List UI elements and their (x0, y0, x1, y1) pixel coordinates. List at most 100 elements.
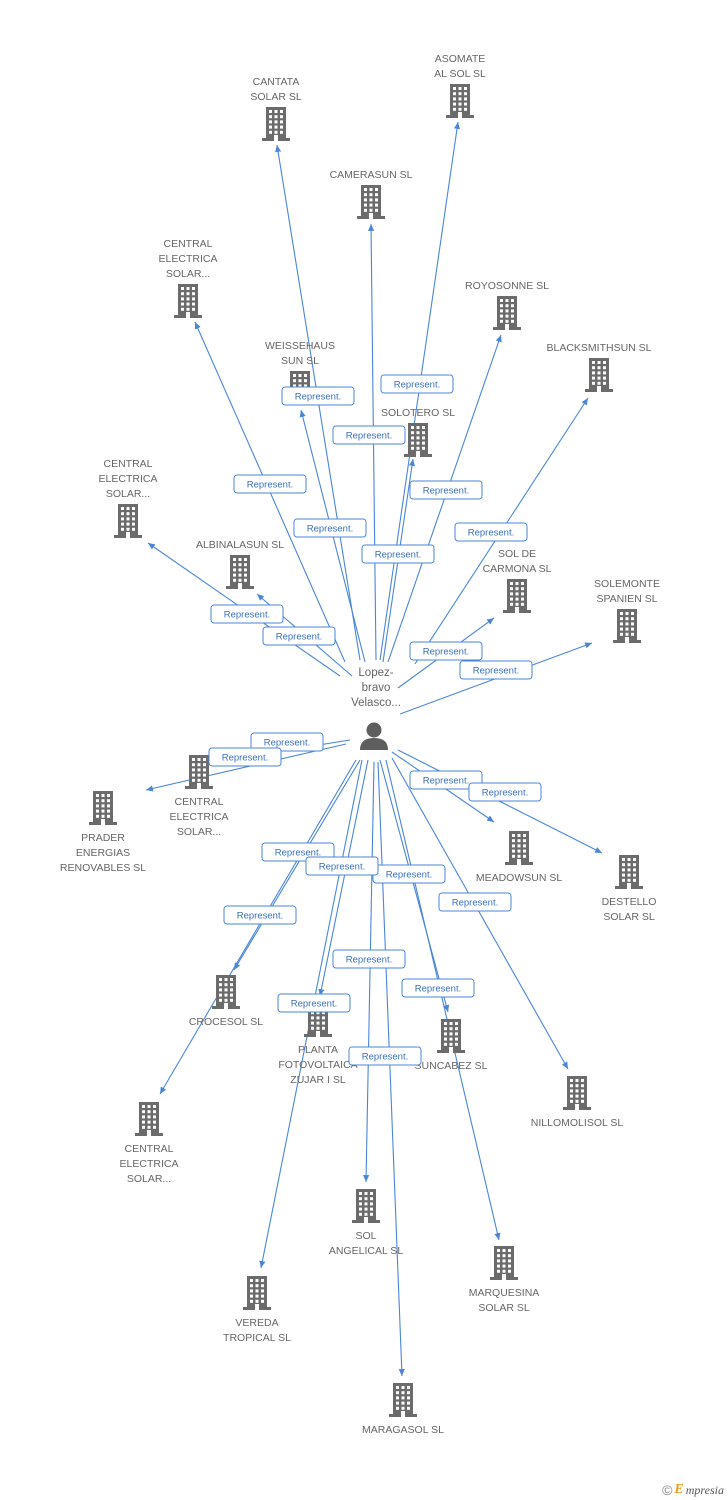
edge-label-badge[interactable]: Represent. (361, 544, 435, 564)
building-icon[interactable] (490, 1246, 518, 1280)
building-icon[interactable] (493, 296, 521, 330)
edge-label-text: Represent. (346, 955, 392, 966)
edge-label-text: Represent. (362, 1052, 408, 1063)
edge-label-badge[interactable]: Represent. (281, 386, 355, 406)
building-icon[interactable] (563, 1076, 591, 1110)
building-icon[interactable] (389, 1383, 417, 1417)
edge-label-text: Represent. (482, 788, 528, 799)
building-icon[interactable] (615, 855, 643, 889)
building-icon[interactable] (174, 284, 202, 318)
building-icon[interactable] (262, 107, 290, 141)
edge-label-badge[interactable]: Represent. (293, 518, 367, 538)
person-name-line: bravo (362, 682, 391, 694)
company-name-line: ASOMATE (435, 53, 486, 65)
building-icon[interactable] (226, 555, 254, 589)
brand-logo-initial: E (674, 1482, 684, 1497)
edge-label-text: Represent. (264, 738, 310, 749)
building-icon[interactable] (135, 1102, 163, 1136)
building-icon[interactable] (437, 1019, 465, 1053)
company-node-camerasun[interactable]: CAMERASUN SL (330, 169, 413, 219)
company-name-line: ENERGIAS (76, 847, 130, 859)
edge-label-badge[interactable]: Represent. (409, 770, 483, 790)
company-node-nillomolisol[interactable]: NILLOMOLISOL SL (531, 1076, 624, 1129)
building-icon[interactable] (243, 1276, 271, 1310)
building-icon[interactable] (404, 423, 432, 457)
edge-label-badge[interactable]: Represent. (208, 747, 282, 767)
edge-label-badge[interactable]: Represent. (409, 641, 483, 661)
edge-label-badge[interactable]: Represent. (348, 1046, 422, 1066)
edge-label-badge[interactable]: Represent. (454, 522, 528, 542)
building-icon[interactable] (352, 1189, 380, 1223)
edge-label-badge[interactable]: Represent. (277, 993, 351, 1013)
edge-label-text: Represent. (423, 647, 469, 658)
building-icon[interactable] (503, 579, 531, 613)
building-icon[interactable] (114, 504, 142, 538)
edge-label-text: Represent. (224, 610, 270, 621)
company-name-line: SPANIEN SL (596, 593, 657, 605)
company-node-albinalasun[interactable]: ALBINALASUN SL (196, 539, 284, 589)
company-name-line: SOLAR... (127, 1173, 171, 1185)
edge-crocesol (233, 759, 361, 971)
company-node-meadowsun[interactable]: MEADOWSUN SL (476, 831, 563, 884)
building-icon[interactable] (89, 791, 117, 825)
edge-label-badge[interactable]: Represent. (401, 978, 475, 998)
company-node-blacksmithsun[interactable]: BLACKSMITHSUN SL (546, 342, 652, 392)
company-node-central4[interactable]: CENTRALELECTRICASOLAR... (120, 1102, 179, 1185)
company-name-line: ZUJAR I SL (290, 1074, 346, 1086)
building-icon[interactable] (212, 975, 240, 1009)
company-node-royosonne[interactable]: ROYOSONNE SL (465, 280, 549, 330)
building-icon[interactable] (446, 84, 474, 118)
company-node-crocesol[interactable]: CROCESOL SL (189, 975, 263, 1028)
person-icon[interactable] (360, 722, 388, 751)
company-name-line: WEISSEHAUS (265, 340, 335, 352)
person-name-line: Lopez- (358, 667, 393, 679)
edge-central4 (159, 759, 357, 1095)
company-name-line: VEREDA (235, 1317, 278, 1329)
building-icon[interactable] (185, 755, 213, 789)
company-node-solemonte[interactable]: SOLEMONTE SPANIEN SL (594, 578, 660, 643)
edge-label-badge[interactable]: Represent. (332, 425, 406, 445)
company-name-line: MEADOWSUN SL (476, 872, 563, 884)
edge-label-badge[interactable]: Represent. (468, 782, 542, 802)
company-node-suncabez[interactable]: SUNCABEZ SL (415, 1019, 488, 1072)
company-name-line: ELECTRICA (120, 1158, 179, 1170)
edge-label-badge[interactable]: Represent. (223, 905, 297, 925)
edge-maragasol (377, 761, 405, 1377)
edge-label-badge[interactable]: Represent. (250, 732, 324, 752)
edge-label-text: Represent. (415, 984, 461, 995)
company-node-solotero[interactable]: SOLOTERO SL (381, 407, 455, 457)
edge-label-badge[interactable]: Represent. (210, 604, 284, 624)
edge-label-badge[interactable]: Represent. (380, 374, 454, 394)
company-name-line: SOLEMONTE (594, 578, 660, 590)
edge-label-badge[interactable]: Represent. (233, 474, 307, 494)
edge-label-badge[interactable]: Represent. (332, 949, 406, 969)
brand-logo-text: mpresia (685, 1482, 724, 1497)
company-name-line: CANTATA (253, 76, 300, 88)
edge-label-badge[interactable]: Represent. (438, 892, 512, 912)
edge-label-badge[interactable]: Represent. (409, 480, 483, 500)
company-node-central3[interactable]: CENTRALELECTRICASOLAR... (170, 755, 229, 838)
company-node-maragasol[interactable]: MARAGASOL SL (362, 1383, 444, 1436)
edge-label-badge[interactable]: Represent. (262, 626, 336, 646)
edge-label-text: Represent. (291, 999, 337, 1010)
edge-label-badge[interactable]: Represent. (459, 660, 533, 680)
company-node-central1[interactable]: CENTRALELECTRICASOLAR... (159, 238, 218, 318)
building-icon[interactable] (613, 609, 641, 643)
edge-label-badge[interactable]: Represent. (305, 856, 379, 876)
company-node-central2[interactable]: CENTRALELECTRICASOLAR... (99, 458, 158, 538)
building-icon[interactable] (357, 185, 385, 219)
person-node[interactable]: Lopez-bravoVelasco... (351, 667, 401, 750)
building-icon[interactable] (585, 358, 613, 392)
building-icon[interactable] (505, 831, 533, 865)
edge-label-badge[interactable]: Represent. (372, 864, 446, 884)
